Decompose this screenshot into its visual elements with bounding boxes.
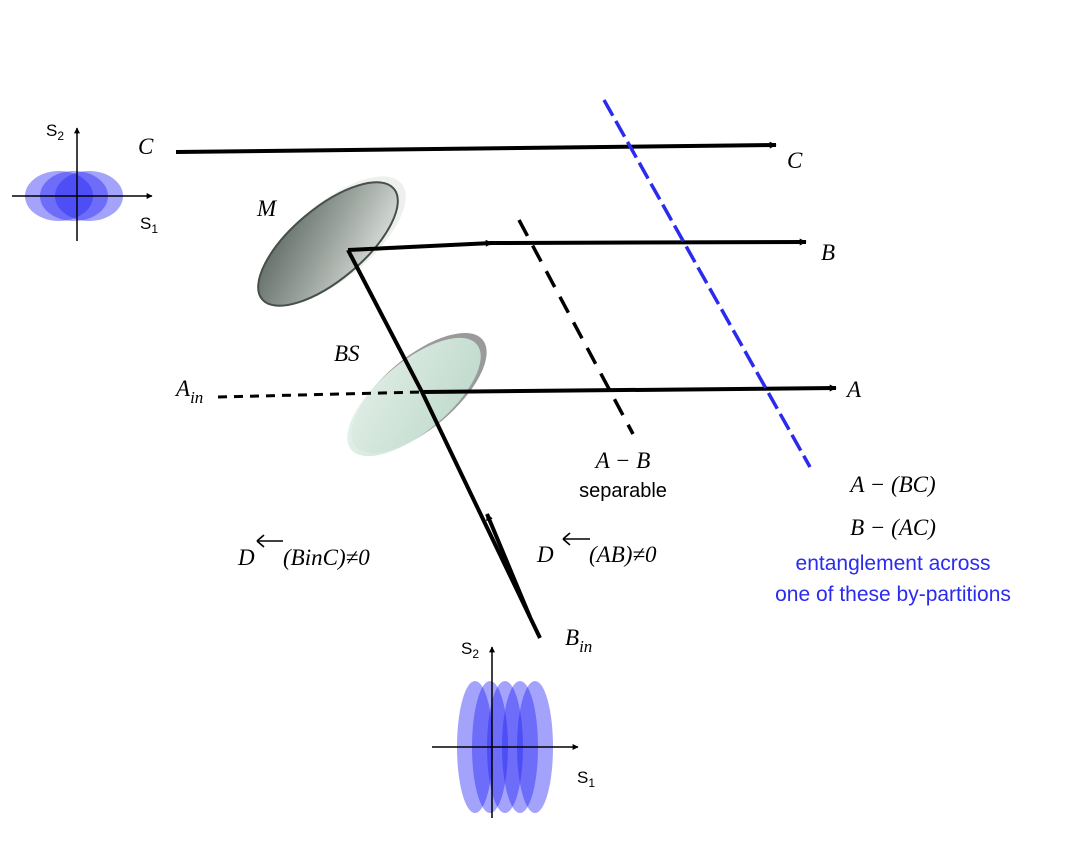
- label-b-out: B: [821, 240, 835, 265]
- left-arrow-icon: [256, 534, 283, 548]
- annotation-entanglement-line2: one of these by-partitions: [775, 583, 1011, 606]
- label-b-in: Bin: [565, 625, 592, 656]
- d-ab-expression: (AB)≠0: [589, 542, 657, 567]
- quantity-d-binc: D (BinC)≠0: [237, 534, 370, 570]
- annotation-a-bc: A − (BC): [848, 472, 935, 497]
- d-binc-expression: (BinC)≠0: [283, 545, 370, 570]
- label-a-out: A: [845, 377, 862, 402]
- partition-bc-line: [602, 99, 812, 468]
- top-left-phase-plot: S2 S1: [12, 121, 158, 241]
- annotation-ab-separable: separable: [579, 480, 667, 502]
- partition-ab-line: [517, 219, 635, 435]
- label-beam-splitter: BS: [334, 341, 360, 366]
- annotation-ab-pair: A − B: [594, 448, 651, 473]
- left-arrow-icon: [562, 532, 590, 546]
- bottom-s1-label: S1: [577, 768, 595, 790]
- top-left-s1-label: S1: [140, 214, 158, 236]
- label-a-in: Ain: [174, 376, 203, 407]
- label-mirror: M: [256, 196, 278, 221]
- beam-c: [175, 141, 777, 154]
- d-binc-letter: D: [237, 545, 255, 570]
- annotation-b-ac: B − (AC): [850, 515, 936, 540]
- top-left-s2-label: S2: [46, 121, 64, 143]
- annotation-entanglement-line1: entanglement across: [796, 552, 991, 575]
- bottom-s2-label: S2: [461, 639, 479, 661]
- mirror: [257, 176, 406, 307]
- beam-splitter: [347, 332, 487, 457]
- label-c-left: C: [138, 134, 154, 159]
- beam-a-path: [217, 384, 837, 399]
- quantity-d-ab: D (AB)≠0: [536, 532, 657, 567]
- beam-b-path: [346, 238, 807, 639]
- d-ab-letter: D: [536, 542, 554, 567]
- label-c-right: C: [787, 148, 803, 173]
- bottom-phase-plot: S2 S1: [432, 639, 595, 818]
